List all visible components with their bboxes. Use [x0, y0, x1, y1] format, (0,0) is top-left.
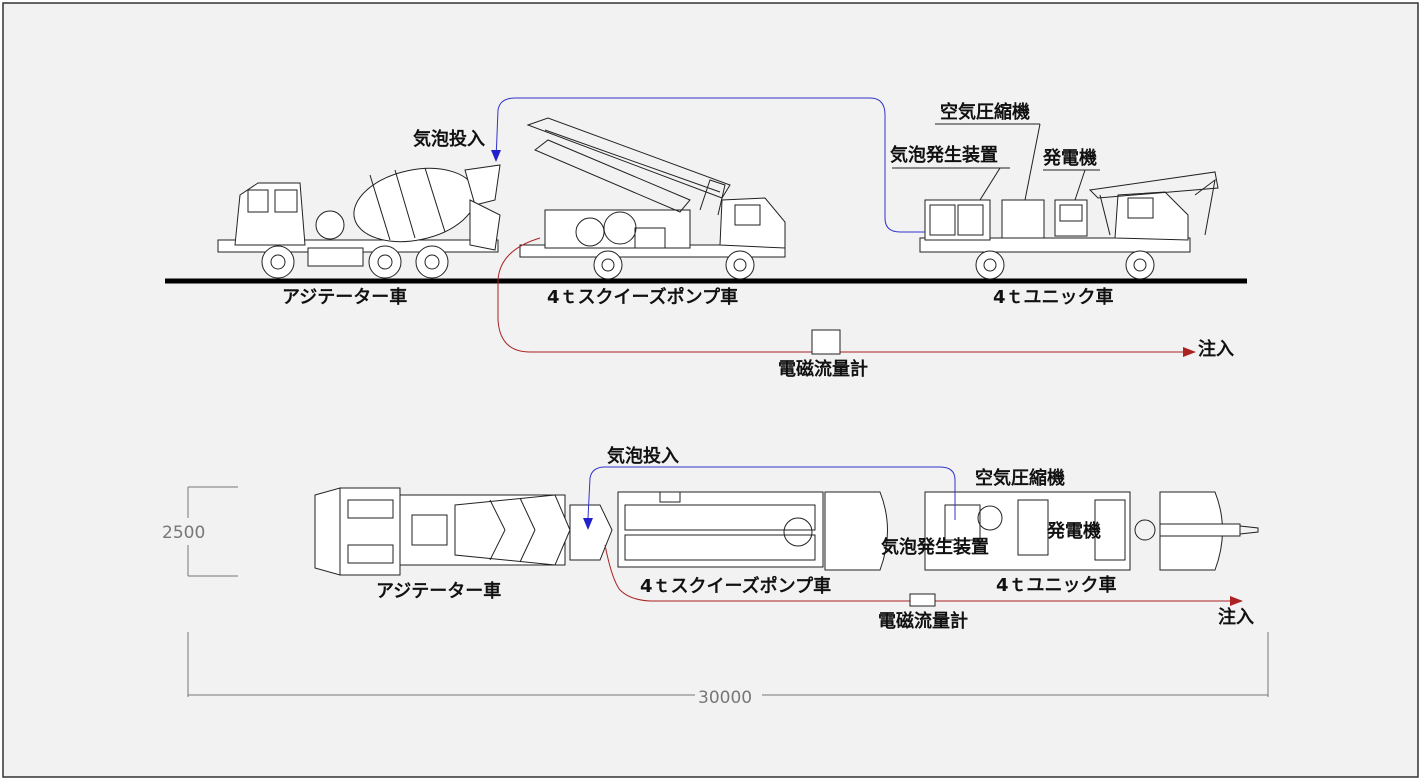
label-unic-side: 4ｔユニック車 [993, 286, 1114, 308]
pump-truck-side [519, 117, 786, 280]
injection-arrow-side [1183, 347, 1196, 357]
label-foam-input-plan: 気泡投入 [607, 445, 679, 467]
pump-truck-plan [617, 491, 888, 571]
label-foam-input-side: 気泡投入 [413, 128, 485, 150]
label-compressor-plan: 空気圧縮機 [975, 467, 1065, 489]
grout-line-plan [604, 544, 1232, 602]
foam-line-plan [587, 466, 956, 520]
flowmeter-symbol-plan [909, 593, 936, 607]
label-agitator-side: アジテーター車 [282, 286, 407, 308]
agitator-truck-plan [314, 487, 613, 576]
label-dimension-length: 30000 [698, 688, 752, 708]
label-generator-side: 発電機 [1042, 147, 1097, 169]
label-dimension-width: 2500 [162, 523, 205, 543]
foam-line-side [495, 97, 925, 233]
label-foam-generator-side: 気泡発生装置 [890, 144, 998, 166]
label-foam-generator-plan: 気泡発生装置 [881, 536, 989, 558]
label-injection-side: 注入 [1198, 338, 1234, 360]
injection-arrow-plan [1230, 596, 1243, 606]
label-pump-plan: 4ｔスクイーズポンプ車 [640, 575, 831, 597]
label-agitator-plan: アジテーター車 [376, 580, 501, 602]
foam-input-arrow-plan [583, 518, 593, 530]
label-pump-side: 4ｔスクイーズポンプ車 [547, 286, 738, 308]
label-flowmeter-side: 電磁流量計 [778, 358, 868, 380]
dimension-width: 2500 [162, 486, 238, 577]
unic-truck-side [919, 171, 1219, 280]
label-compressor-side: 空気圧縮機 [940, 101, 1030, 123]
foam-input-arrow-side [491, 150, 501, 162]
label-generator-plan: 発電機 [1046, 520, 1101, 542]
label-injection-plan: 注入 [1218, 606, 1254, 628]
flowmeter-symbol-side [811, 329, 841, 355]
unic-truck-plan [924, 491, 1259, 571]
label-unic-plan: 4ｔユニック車 [996, 574, 1117, 596]
label-flowmeter-plan: 電磁流量計 [878, 610, 968, 632]
agitator-truck-side [217, 164, 501, 279]
dimension-length: 30000 [187, 632, 1269, 708]
grout-line-side [497, 237, 1185, 353]
